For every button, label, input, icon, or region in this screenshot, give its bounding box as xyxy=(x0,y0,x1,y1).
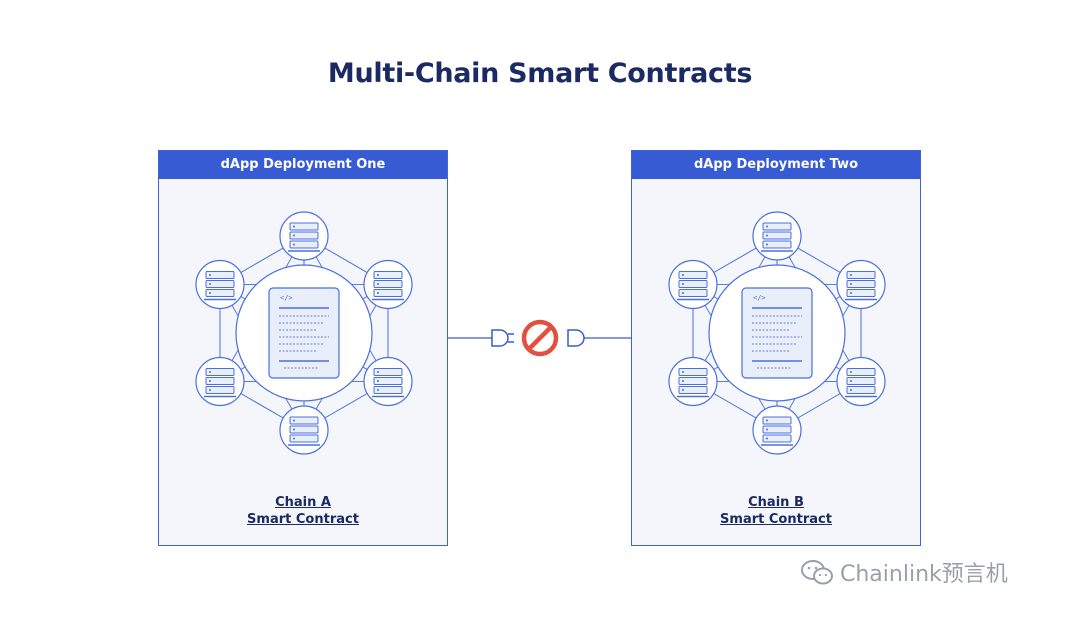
node-network: </> xyxy=(195,211,413,455)
socket-icon xyxy=(567,329,585,347)
prohibited-icon xyxy=(521,319,559,357)
wechat-icon xyxy=(801,560,833,585)
chain-label: Chain B Smart Contract xyxy=(632,494,920,528)
chain-network-diagram: </> xyxy=(195,211,413,455)
diagram-title: Multi-Chain Smart Contracts xyxy=(327,58,753,89)
server-stack-icon xyxy=(752,211,802,261)
contract-name: Smart Contract xyxy=(247,512,359,527)
dapp-deployment-two-panel: dApp Deployment Two </> Chain B Smart Co… xyxy=(631,150,921,546)
panel-header: dApp Deployment One xyxy=(159,151,447,179)
server-stack-icon xyxy=(836,356,886,407)
svg-text:</>: </> xyxy=(753,294,766,302)
server-stack-icon xyxy=(195,356,245,407)
chain-name: Chain A xyxy=(275,495,331,510)
code-document-icon: </> xyxy=(741,287,813,379)
node-network: </> xyxy=(668,211,886,455)
svg-text:</>: </> xyxy=(280,294,293,302)
code-document-icon: </> xyxy=(268,287,340,379)
server-stack-icon xyxy=(836,259,886,310)
panel-header: dApp Deployment Two xyxy=(632,151,920,179)
server-stack-icon xyxy=(279,211,329,261)
server-stack-icon xyxy=(363,259,413,310)
chain-label: Chain A Smart Contract xyxy=(159,494,447,528)
server-stack-icon xyxy=(668,356,718,407)
watermark: Chainlink预言机 xyxy=(800,556,1008,588)
server-stack-icon xyxy=(363,356,413,407)
contract-name: Smart Contract xyxy=(720,512,832,527)
chain-network-diagram: </> xyxy=(668,211,886,455)
server-stack-icon xyxy=(668,259,718,310)
watermark-text: Chainlink预言机 xyxy=(840,562,1008,587)
chain-name: Chain B xyxy=(748,495,804,510)
server-stack-icon xyxy=(195,259,245,310)
blocked-connection xyxy=(448,319,632,357)
dapp-deployment-one-panel: dApp Deployment One </> Chain A Smart Co… xyxy=(158,150,448,546)
server-stack-icon xyxy=(752,405,802,455)
server-stack-icon xyxy=(279,405,329,455)
plug-icon xyxy=(491,329,514,347)
